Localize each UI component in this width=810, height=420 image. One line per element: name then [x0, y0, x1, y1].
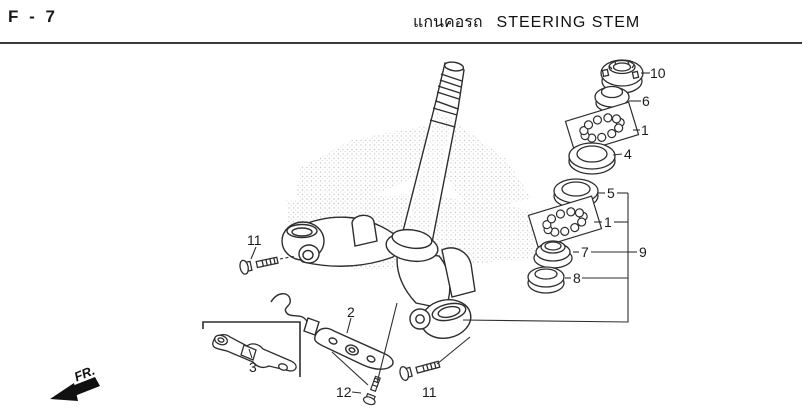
fork-bridge [281, 214, 476, 339]
bolt-11-bottom [399, 360, 441, 382]
callout-10: 10 [650, 65, 666, 81]
part-7-cone-race [533, 240, 573, 269]
callout-11-left: 11 [247, 232, 262, 248]
page-code: F - 7 [8, 7, 58, 26]
callout-1-lower: 1 [604, 214, 612, 230]
callout-11-bottom: 11 [422, 384, 437, 400]
bolt-12 [362, 375, 381, 406]
part-4-race-upper [568, 142, 616, 175]
callout-2: 2 [347, 304, 355, 320]
front-direction-arrow [50, 377, 100, 401]
part-1-ball-retainer-lower [527, 195, 603, 249]
header-divider [0, 42, 802, 44]
callout-12: 12 [336, 384, 352, 400]
callout-7: 7 [581, 244, 589, 260]
part-8-dust-seal-bottom [527, 266, 565, 294]
part-3-bracket [212, 334, 297, 372]
part-1-ball-retainer-upper [564, 101, 640, 155]
callout-4: 4 [624, 146, 632, 162]
callout-3: 3 [249, 359, 257, 375]
page-title-thai: แกนคอรถ [413, 14, 483, 31]
bolt-11-left [239, 256, 279, 275]
page-title-english: STEERING STEM [496, 14, 641, 31]
page-title: แกนคอรถ STEERING STEM [413, 10, 640, 35]
callout-6: 6 [642, 93, 650, 109]
steering-stem-tube [398, 61, 465, 259]
callout-8: 8 [573, 270, 581, 286]
leader-lines [248, 72, 650, 394]
callout-9: 9 [639, 244, 647, 260]
callout-5: 5 [607, 185, 615, 201]
part-3-detail-box [202, 321, 301, 377]
part-2-stay-with-wire [270, 293, 394, 370]
callout-1-upper: 1 [641, 122, 649, 138]
